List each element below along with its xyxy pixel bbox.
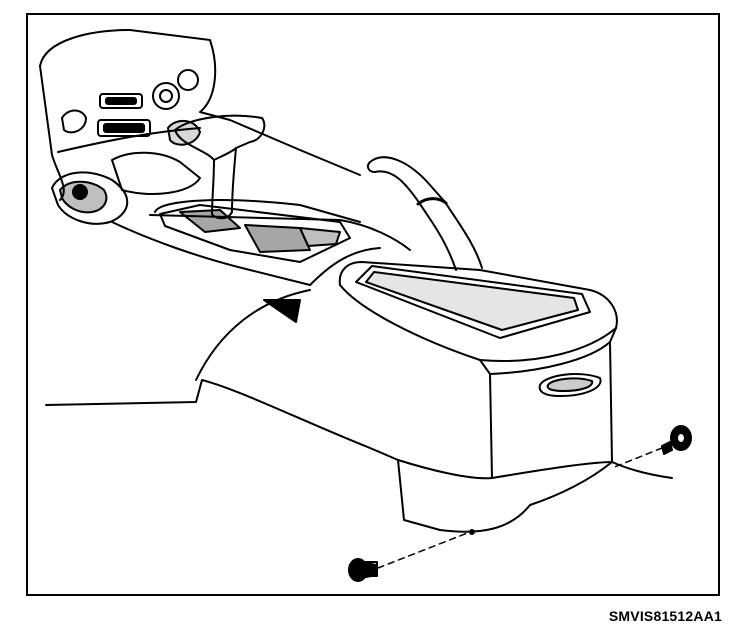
parking-brake-lever [366, 156, 483, 271]
console-screw-right [611, 425, 692, 469]
console-lower [45, 379, 673, 533]
figure-frame [26, 13, 720, 596]
console-armrest [338, 261, 618, 479]
dash-recess [51, 151, 201, 225]
instrument-panel [39, 29, 361, 201]
instrument-panel-controls [61, 69, 201, 146]
shift-lever [174, 114, 266, 220]
figure-code: SMVIS81512AA1 [608, 608, 722, 624]
console-screw-left [348, 529, 475, 582]
console-body [111, 199, 411, 381]
